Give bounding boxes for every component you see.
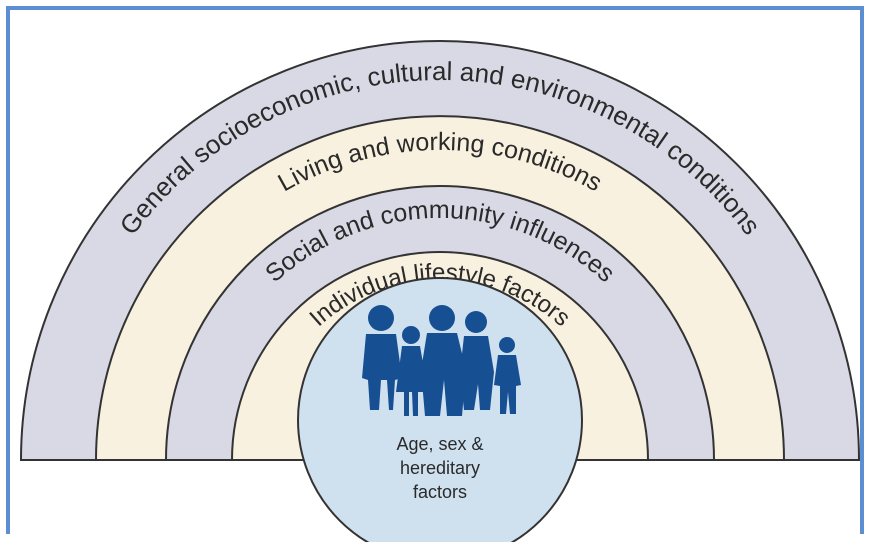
core-label-line3: factors — [413, 482, 467, 502]
core-label-line1: Age, sex & — [396, 434, 483, 454]
diagram-frame — [6, 6, 864, 534]
core-label-line2: hereditary — [400, 458, 480, 478]
family-silhouette-icon — [362, 305, 521, 416]
